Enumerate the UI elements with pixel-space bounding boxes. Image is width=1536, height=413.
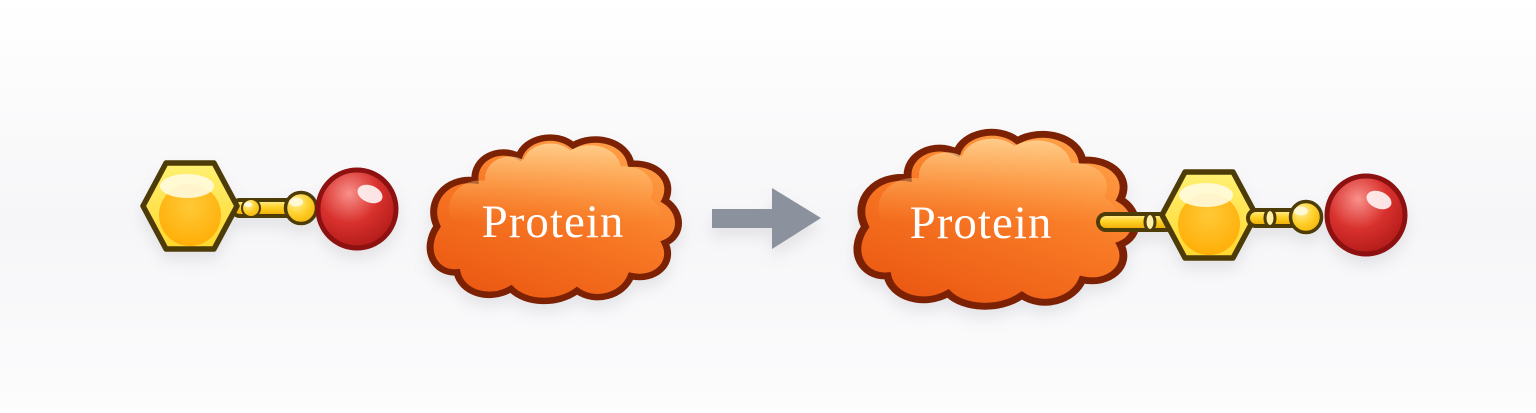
protein-product-label: Protein <box>910 197 1053 249</box>
red-sphere-icon <box>318 170 396 248</box>
reaction-arrow-icon <box>712 188 821 249</box>
conjugate-hexagon-icon <box>1162 172 1256 258</box>
linker-ring2-icon <box>1263 208 1277 228</box>
protein-reactant-label: Protein <box>482 196 625 248</box>
protein-product-group: Protein <box>857 132 1405 306</box>
reagent-probe-group <box>143 163 396 249</box>
gold-sphere-icon <box>283 190 319 226</box>
probe-hexagon-icon <box>143 163 237 249</box>
protein-reactant-group: Protein <box>430 138 678 301</box>
linker-bead-icon <box>240 197 262 219</box>
conjugate-gold-sphere-icon <box>1288 199 1324 235</box>
linker-ring-icon <box>1143 212 1157 232</box>
conjugate-red-sphere-icon <box>1327 176 1405 254</box>
